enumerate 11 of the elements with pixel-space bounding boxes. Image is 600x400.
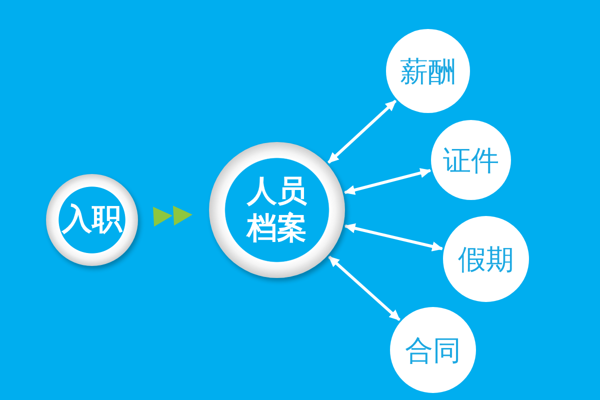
double-headed-arrow [328, 256, 401, 322]
node-label: 证件 [443, 142, 499, 178]
node-label: 薪酬 [400, 54, 456, 88]
node-label: 假期 [458, 242, 514, 276]
double-headed-arrow [327, 100, 397, 164]
double-headed-arrow [344, 168, 432, 195]
node-label: 人员档案 [246, 172, 308, 248]
double-chevron-arrow [153, 206, 192, 227]
double-headed-arrow [344, 223, 444, 252]
node-label: 入职 [62, 201, 122, 239]
node-label: 合同 [405, 332, 461, 368]
